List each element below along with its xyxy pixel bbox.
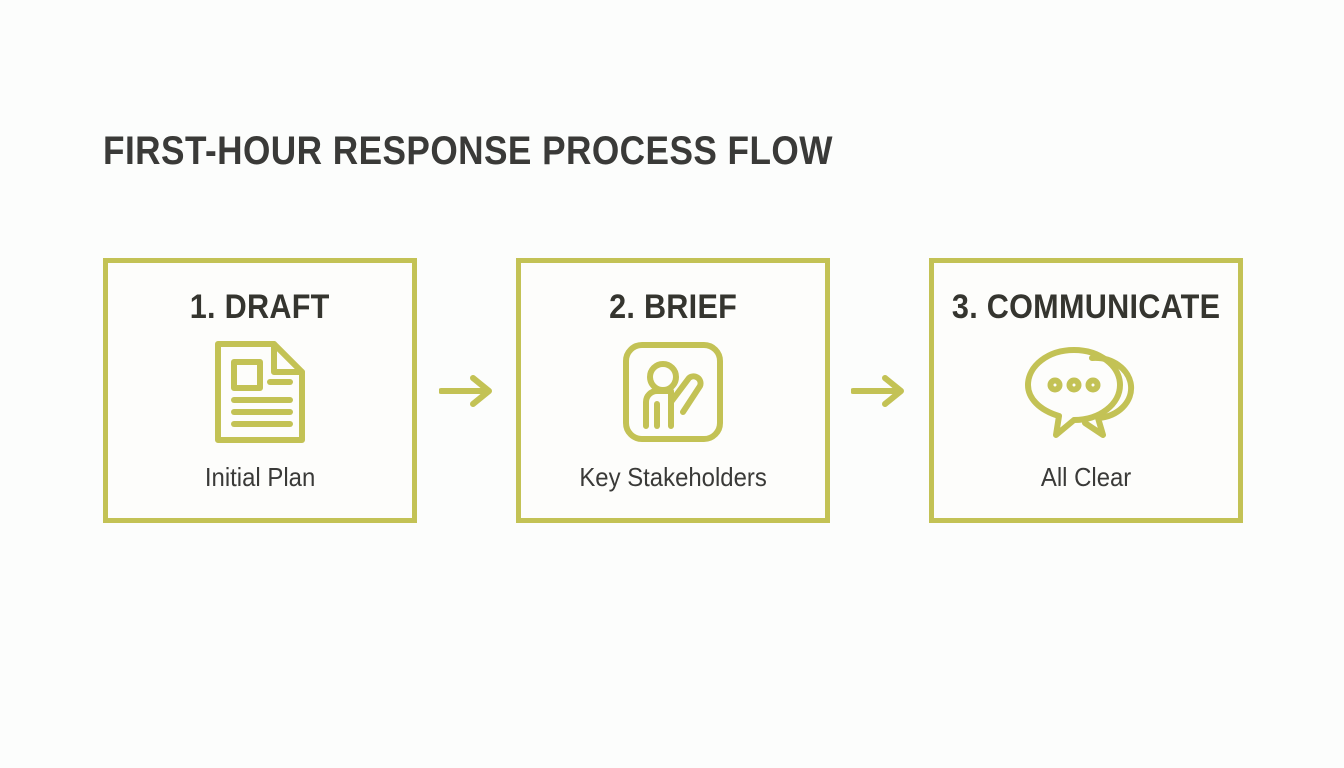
arrow-right-icon [851,374,905,407]
step-card-draft[interactable]: 1. DRAFT Initial Plan [103,258,418,523]
connector-1 [417,258,516,523]
step-caption: Initial Plan [204,462,316,492]
step-caption: All Clear [1040,462,1132,492]
step-card-communicate[interactable]: 3. COMMUNICATE All Clear [928,258,1243,523]
speech-bubbles-icon [1024,338,1148,446]
arrow-right-icon [438,374,492,407]
connector-2 [830,258,929,523]
step-heading: 3. COMMUNICATE [951,288,1221,326]
step-card-brief[interactable]: 2. BRIEF Key Stakeholders [515,258,831,523]
document-icon [212,338,308,446]
process-flow: 1. DRAFT Initial Plan [103,258,1243,523]
person-raising-hand-icon [621,338,725,446]
step-heading: 2. BRIEF [609,288,737,326]
step-heading: 1. DRAFT [190,288,331,326]
page-title: FIRST-HOUR RESPONSE PROCESS FLOW [103,129,833,173]
step-caption: Key Stakeholders [579,462,767,492]
